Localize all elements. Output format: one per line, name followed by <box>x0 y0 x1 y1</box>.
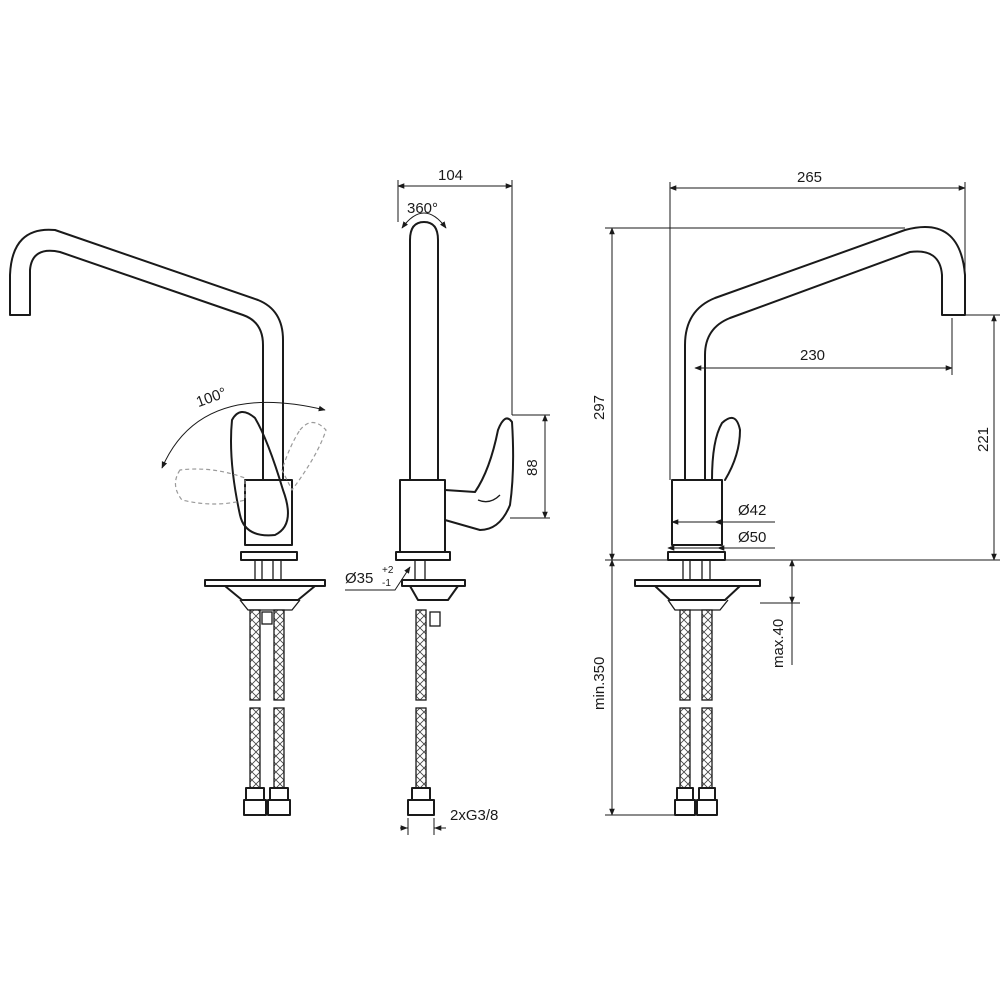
side-hose-upper <box>415 609 427 701</box>
lever <box>230 411 289 537</box>
hose-right-lower <box>273 707 285 789</box>
swivel-label: 360° <box>407 200 438 217</box>
right-base <box>667 551 726 561</box>
lever-angle-arc <box>161 401 326 469</box>
body-dia-label: Ø42 <box>738 502 766 519</box>
right-studs <box>682 560 711 580</box>
spout-outline <box>9 228 284 481</box>
height-ext <box>605 227 905 561</box>
side-view: 104 360° 88 Ø35 +2 -1 2xG3/8 <box>345 167 550 835</box>
connection-label: 2xG3/8 <box>450 807 498 824</box>
hose-left-lower <box>249 707 261 789</box>
side-base <box>395 551 451 561</box>
studs <box>254 560 282 580</box>
spout-height-ext <box>725 314 1000 561</box>
side-hose-lower <box>415 707 427 789</box>
reach-ext <box>669 182 966 480</box>
side-deck <box>401 579 466 601</box>
front-view: 100° <box>9 228 327 816</box>
right-body <box>671 479 723 546</box>
side-studs <box>414 560 426 580</box>
depth-label: 104 <box>438 167 463 184</box>
deck-label: max.40 <box>770 619 787 668</box>
side-nut <box>429 611 441 627</box>
lever-ghost-front <box>174 468 246 505</box>
connection-ext <box>407 818 435 835</box>
lever-angle-label: 100° <box>194 384 229 411</box>
hose-fittings <box>243 787 291 816</box>
hole-leader <box>345 566 411 591</box>
reach-label: 265 <box>797 169 822 186</box>
right-hose-left-lower <box>679 707 691 789</box>
side-spout <box>409 221 439 481</box>
dimension-view: 265 230 297 221 Ø42 Ø50 max.40 min.350 <box>591 169 1000 816</box>
right-lever <box>711 416 741 481</box>
hose-label: min.350 <box>591 657 608 710</box>
deck-plate <box>204 579 326 601</box>
side-body <box>399 479 446 553</box>
hole-tol-upper: +2 <box>382 565 394 576</box>
lever-height-label: 88 <box>524 459 541 476</box>
side-fitting <box>407 787 435 816</box>
body <box>244 479 293 546</box>
right-hose-right-upper <box>701 609 713 701</box>
side-lever <box>444 417 515 531</box>
right-deck <box>634 579 761 601</box>
height-label: 297 <box>591 395 608 420</box>
right-fittings <box>674 787 718 816</box>
hole-tol-lower: -1 <box>382 578 391 589</box>
right-clamp <box>667 599 729 611</box>
spout-reach-label: 230 <box>800 347 825 364</box>
clamp <box>239 599 301 611</box>
hose-right-upper <box>273 609 285 701</box>
swivel-arc <box>401 212 447 229</box>
nut <box>261 611 273 625</box>
base-ring <box>240 551 298 561</box>
side-lever-detail <box>477 494 501 503</box>
right-hose-right-lower <box>701 707 713 789</box>
hole-label: Ø35 <box>345 570 373 587</box>
right-hose-left-upper <box>679 609 691 701</box>
base-dia-label: Ø50 <box>738 529 766 546</box>
hose-left-upper <box>249 609 261 701</box>
spout-height-label: 221 <box>975 427 992 452</box>
